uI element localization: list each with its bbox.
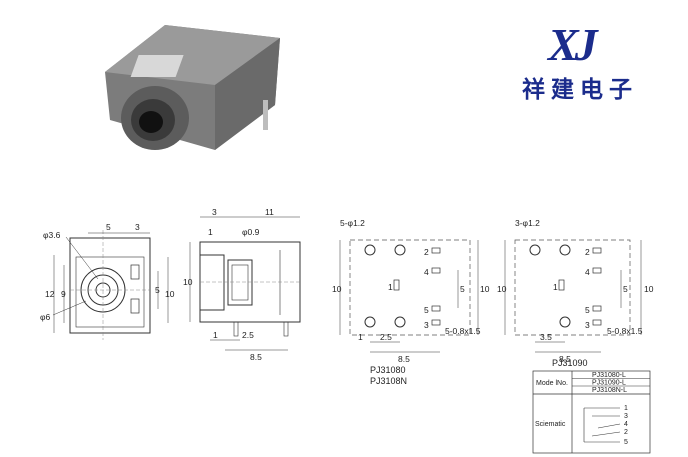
pcb1-dim-5: 5 — [460, 284, 465, 294]
front-dim-10: 10 — [165, 289, 175, 299]
side-dim-2-5: 2.5 — [242, 330, 254, 340]
front-dim-5: 5 — [106, 222, 111, 232]
front-dim-hole: φ3.6 — [43, 230, 61, 240]
pcb1-pin-1: 1 — [388, 282, 393, 292]
table-schematic-label: Sciematic — [535, 421, 566, 428]
table-model-3: PJ3108N-L — [592, 387, 627, 394]
pcb1-pin-4: 4 — [424, 267, 429, 277]
table-model-1: PJ31080-L — [592, 372, 626, 379]
logo-latin: XJ — [548, 19, 598, 70]
table-pin-4: 4 — [624, 421, 628, 428]
pcb2-dim-10a: 10 — [497, 284, 507, 294]
side-dim-1b: 1 — [213, 330, 218, 340]
side-dim-11: 11 — [265, 207, 274, 217]
side-dim-10: 10 — [183, 277, 193, 287]
pcb1-dim-slot: 5-0.8x1.5 — [445, 326, 481, 336]
pcb1-hole-label: 5-φ1.2 — [340, 218, 365, 228]
pcb2-dim-slot: 5-0.8x1.5 — [607, 326, 643, 336]
pcb1-pin-5: 5 — [424, 305, 429, 315]
pcb2-dim-3-5: 3.5 — [540, 332, 552, 342]
pcb2-dim-10b: 10 — [644, 284, 654, 294]
pcb2-caption: PJ31090 — [552, 358, 588, 368]
logo-chinese: 祥建电子 — [522, 77, 638, 103]
pcb1-dim-1: 1 — [358, 332, 363, 342]
pcb-layout-1: 5-φ1.2 2 4 1 5 3 10 5 10 1 2.5 8.5 5-0.8… — [332, 218, 490, 386]
model-table: Mode lNo. PJ31080-L PJ31090-L PJ3108N-L … — [532, 370, 651, 454]
pcb1-pin-3: 3 — [424, 320, 429, 330]
table-model-2: PJ31090-L — [592, 380, 626, 387]
side-view-drawing: 3 11 1 φ0.9 10 1 2.5 8.5 — [183, 207, 301, 362]
pcb2-dim-8-5: 8.5 — [559, 354, 571, 364]
pcb-layout-2: 3-φ1.2 2 4 1 5 3 10 5 10 3.5 8.5 5-0.8x1… — [497, 218, 654, 364]
pcb2-pin-5: 5 — [585, 305, 590, 315]
table-pin-2: 2 — [624, 429, 628, 436]
product-photo — [105, 25, 280, 150]
pcb1-pin-2: 2 — [424, 247, 429, 257]
pcb2-pin-2: 2 — [585, 247, 590, 257]
side-dim-3: 3 — [212, 207, 217, 217]
pcb1-caption-2: PJ3108N — [370, 376, 407, 386]
pcb1-dim-10b: 10 — [480, 284, 490, 294]
front-dim-5b: 5 — [155, 285, 160, 295]
table-pin-1: 1 — [624, 405, 628, 412]
pcb1-dim-2-5: 2.5 — [380, 332, 392, 342]
pcb2-hole-label: 3-φ1.2 — [515, 218, 540, 228]
pcb2-pin-1: 1 — [553, 282, 558, 292]
pcb2-dim-5: 5 — [623, 284, 628, 294]
side-dim-pin: φ0.9 — [242, 227, 260, 237]
front-dim-12: 12 — [45, 289, 55, 299]
pcb2-pin-3: 3 — [585, 320, 590, 330]
pcb2-pin-4: 4 — [585, 267, 590, 277]
front-view-drawing: φ3.6 5 3 12 9 5 10 φ6 — [40, 222, 175, 340]
pcb1-caption-1: PJ31080 — [370, 365, 406, 375]
front-dim-9: 9 — [61, 289, 66, 299]
table-pin-3: 3 — [624, 413, 628, 420]
side-dim-8-5: 8.5 — [250, 352, 262, 362]
pcb1-dim-10a: 10 — [332, 284, 342, 294]
pcb1-dim-8-5: 8.5 — [398, 354, 410, 364]
front-dim-phi6: φ6 — [40, 312, 51, 322]
front-dim-3: 3 — [135, 222, 140, 232]
side-dim-1: 1 — [208, 227, 213, 237]
table-mode-label: Mode lNo. — [536, 380, 568, 387]
table-pin-5: 5 — [624, 439, 628, 446]
